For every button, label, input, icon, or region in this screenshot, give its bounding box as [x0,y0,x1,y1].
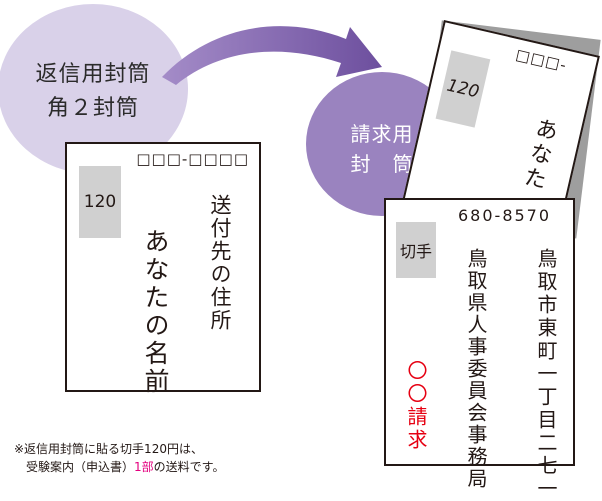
footnote-line-2-prefix: 受験案内（申込書） [26,460,135,474]
postal-code: 680-8570 [458,206,552,225]
stamp-120: 120 [435,50,491,128]
curved-arrow-icon [162,26,382,85]
footnote-line-2-suffix: の送料です。 [153,460,225,474]
stamp-label: 切手 [399,242,432,261]
request-envelope: 680-8570 切手 鳥取市東町一丁目二七一 鳥取県人事委員会事務局 〇〇請求 [384,198,575,501]
footnote-highlight: 1部 [134,460,154,474]
request-envelope-subtitle: 封 筒 [350,152,414,176]
stamp-120: 120 [79,166,121,238]
stamp-value: 120 [83,192,117,212]
stamp-value: 120 [444,75,482,103]
return-envelope-title: 返信用封筒 [35,62,151,87]
destination-name: 鳥取県人事委員会事務局 [464,248,488,490]
footnote-line-1: ※返信用封筒に貼る切手120円は、 [14,442,203,456]
postal-code-boxes: □□□- [514,45,569,75]
stamp-box: 切手 [396,222,436,278]
request-label: 〇〇請求 [404,360,428,452]
return-envelope: □□□-□□□□ 120 送付先の住所 あなたの名前 [65,142,261,396]
footnote-line-2: 受験案内（申込書）1部の送料です。 [26,458,224,475]
return-envelope-subtitle: 角２封筒 [46,96,139,121]
recipient-name: あなたの名前 [141,228,170,396]
postal-code-boxes: □□□-□□□□ [136,150,249,168]
destination-address: 鳥取市東町一丁目二七一 [534,248,558,501]
recipient-name: あなた [518,114,560,194]
request-envelope-title: 請求用 [350,122,414,146]
recipient-address: 送付先の住所 [208,194,232,332]
